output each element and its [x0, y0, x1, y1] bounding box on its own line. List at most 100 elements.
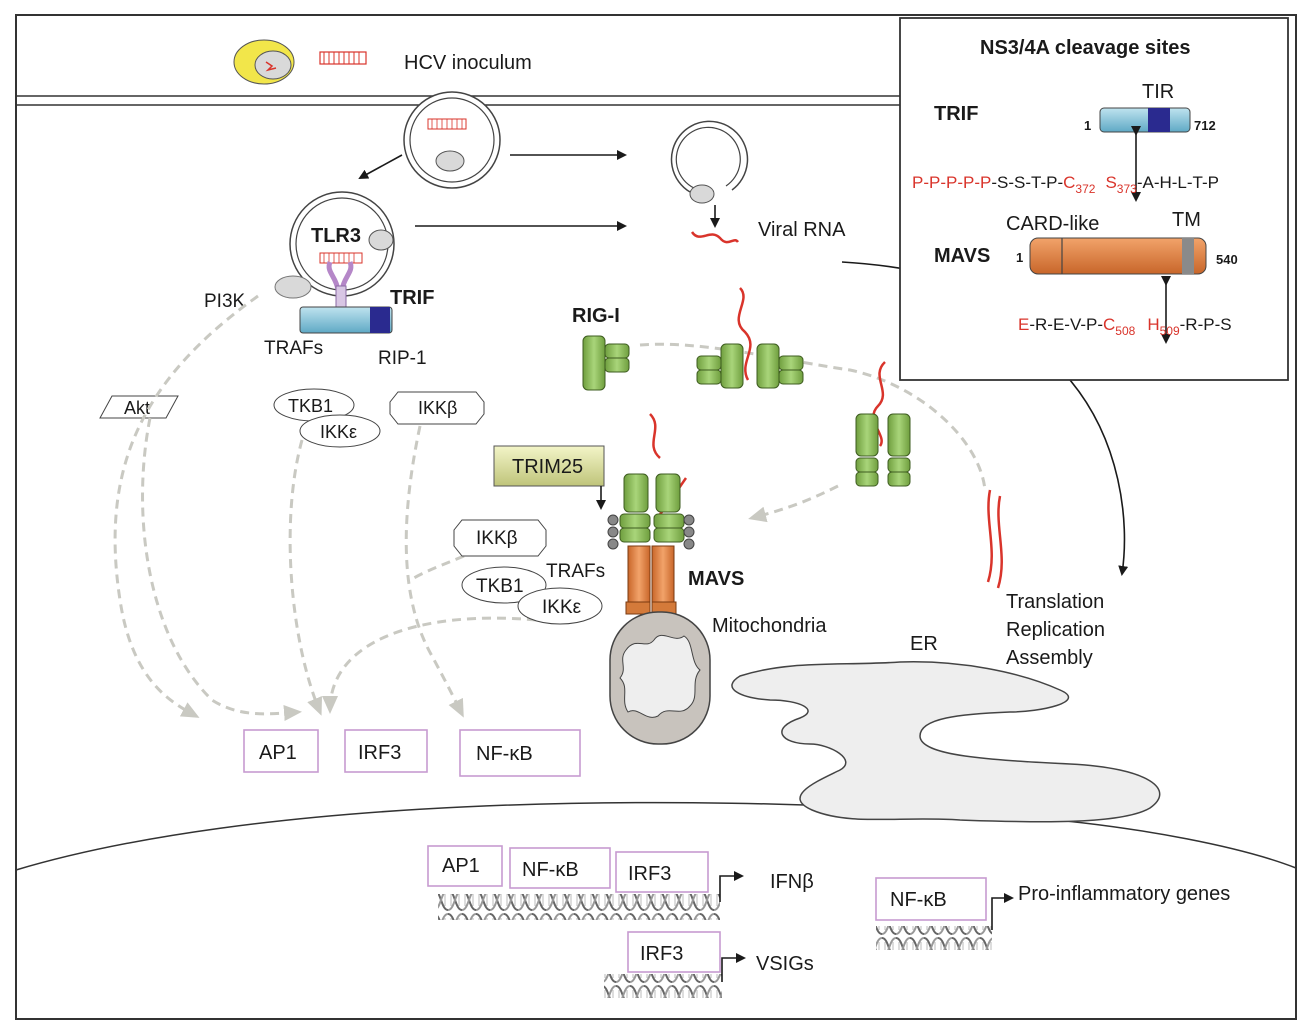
dna-nfkb-b-box [875, 877, 987, 921]
inset-mavs-sequence: E-R-E-V-P-C508 H509-R-P-S [1018, 315, 1232, 338]
ikke-node-top [299, 414, 381, 448]
tkb1-label-top: TKB1 [288, 396, 333, 416]
dna-nfkb-box [509, 847, 611, 889]
tlr3-label: TLR3 [311, 225, 361, 247]
dna-vsig-promoter [604, 974, 722, 998]
ikke-node-mid [517, 587, 603, 625]
ifnb-tss-arrow [719, 871, 744, 902]
ikkb-node-top [389, 391, 485, 425]
mavs-seq-end: -R-P-S [1180, 315, 1232, 334]
mavs-label: MAVS [688, 568, 744, 590]
irf3-box [344, 729, 428, 773]
inset-to-replication-arrow [1069, 379, 1129, 576]
er-label: ER [910, 633, 938, 655]
inflammatory-tss-arrow [991, 893, 1014, 930]
ifnb-label: IFNβ [770, 871, 814, 893]
rig-i-label: RIG-I [572, 305, 620, 327]
hcv-virion-icon [233, 39, 295, 85]
rig-i-mavs-complex [607, 473, 695, 550]
ns3-4a-cleavage-inset: NS3/4A cleavage sites TRIF TIR 1 712 P-P… [899, 17, 1289, 381]
rig-i-dimer-activated [696, 343, 804, 389]
tkb1-label-mid: TKB1 [476, 576, 524, 597]
trim25-box [493, 445, 605, 487]
akt-to-ap1-path [141, 417, 302, 721]
hcv-rna-icon [319, 51, 367, 65]
trif-seq-red: P-P-P-P-P [912, 173, 991, 192]
viral-rna-label: Viral RNA [758, 219, 846, 241]
trif-s-sub: 373 [1117, 182, 1137, 196]
tkb1-node-mid [461, 566, 547, 604]
trif-label: TRIF [390, 287, 434, 309]
mavs-seq-mid: -R-E-V-P- [1029, 315, 1103, 334]
inset-trif-label: TRIF [934, 103, 978, 125]
trafs-label-mid: TRAFs [546, 561, 605, 582]
irf3-label: IRF3 [358, 742, 401, 764]
rig-i-to-replication-path [639, 342, 987, 491]
ikkb-label-top: IKKβ [418, 398, 457, 418]
tkb1-mid-to-irf3-path [322, 616, 537, 714]
inset-trif-end: 712 [1194, 118, 1216, 133]
hcv-inoculum-label: HCV inoculum [404, 52, 532, 74]
arrow-to-endosome [358, 154, 403, 179]
akt-label: Akt [124, 398, 150, 418]
trif-c-sub: 372 [1075, 182, 1095, 196]
dna-irf3-label: IRF3 [628, 863, 671, 885]
nfkb-label: NF-κB [476, 743, 533, 765]
assembly-label: Assembly [1006, 647, 1093, 669]
dna-inflammatory-promoter [876, 926, 992, 950]
mavs-h-sub: 509 [1160, 324, 1180, 338]
nfkb-box [459, 729, 581, 777]
dna-ifnb-promoter [438, 894, 720, 920]
ap1-box [243, 729, 319, 773]
mavs-on-mitochondria [625, 545, 677, 615]
inset-tm-label: TM [1172, 209, 1201, 231]
ikkb-mid-path [407, 554, 465, 584]
replicating-rna [986, 489, 1003, 589]
ikke-label-top: IKKε [320, 422, 357, 442]
dna-nfkb-b-label: NF-κB [890, 889, 947, 911]
dna-irf3-b-label: IRF3 [640, 943, 683, 965]
nuclear-envelope [15, 801, 1297, 871]
inset-title: NS3/4A cleavage sites [980, 37, 1191, 59]
dna-ap1-label: AP1 [442, 855, 480, 877]
ikkb-node-mid [453, 519, 547, 557]
trim25-label: TRIM25 [512, 456, 583, 478]
endoplasmic-reticulum [731, 661, 1161, 823]
ikke-label-mid: IKKε [542, 597, 582, 618]
pi3k-label: PI3K [204, 291, 246, 312]
ap1-label: AP1 [259, 742, 297, 764]
dna-irf3-b-box [627, 931, 721, 973]
viral-rna-strand [690, 231, 740, 244]
replication-label: Replication [1006, 619, 1105, 641]
inset-tir-domain [1148, 108, 1170, 132]
vsigs-label: VSIGs [756, 953, 814, 975]
inset-trif-start: 1 [1084, 118, 1091, 133]
inset-trif-bar [1099, 107, 1191, 133]
inset-card-like-label: CARD-like [1006, 213, 1099, 235]
pi3k-adaptor-icon [274, 275, 312, 299]
inset-mavs-end: 540 [1216, 252, 1238, 267]
dna-ap1-box [427, 845, 503, 887]
mavs-e: E [1018, 315, 1029, 334]
pro-inflammatory-label: Pro-inflammatory genes [1018, 883, 1230, 905]
pi3k-to-ap1-path [113, 294, 259, 718]
inset-tm-domain [1182, 238, 1194, 274]
endocytic-vesicle [403, 91, 501, 189]
inset-tir-label: TIR [1142, 81, 1174, 103]
trif-seq-mid: -S-S-T-P- [991, 173, 1063, 192]
endosome [289, 191, 395, 311]
rig-i-dimer-translocating [855, 413, 911, 487]
rig-i-inactive [582, 335, 630, 391]
translation-label: Translation [1006, 591, 1104, 613]
dna-nfkb-label: NF-κB [522, 859, 579, 881]
mavs-h: H [1147, 315, 1159, 334]
mavs-c: C [1103, 315, 1115, 334]
mavs-c-sub: 508 [1115, 324, 1135, 338]
rna-at-mavs [649, 413, 661, 459]
rna-bound-rig-i [737, 287, 752, 381]
trif-s: S [1105, 173, 1116, 192]
inset-mavs-label: MAVS [934, 245, 990, 267]
